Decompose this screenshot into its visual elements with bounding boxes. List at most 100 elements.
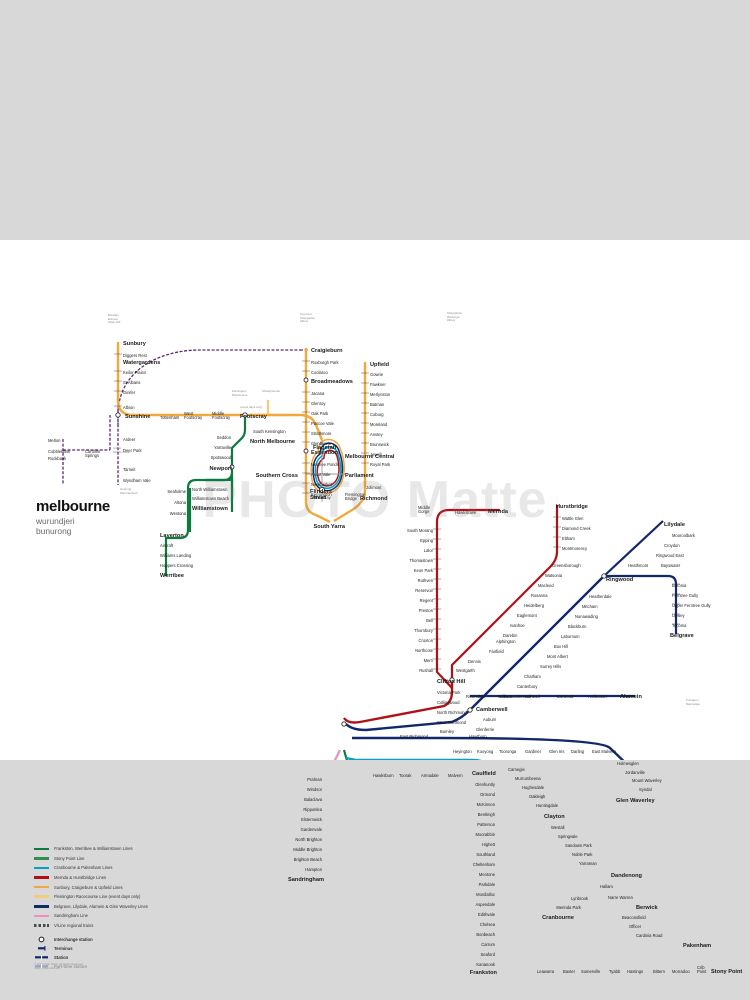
station-label: Jordanville: [625, 770, 645, 775]
station-label: Brunswick: [370, 442, 389, 447]
line-sandringham: [333, 749, 341, 760]
station-label: Ascot Vale: [311, 472, 331, 477]
station-label: Windsor: [306, 787, 322, 792]
station-label: Seddon: [216, 435, 231, 440]
legend-color-swatch: [34, 895, 49, 899]
station-label: Brighton Beach: [293, 857, 322, 862]
station-label: Hartwell: [525, 694, 540, 699]
station-label: Werribee: [160, 573, 184, 579]
station-label: Eaglemont: [517, 613, 537, 618]
station-label: Diggers Rest: [123, 353, 147, 358]
station-label: Craigieburn: [311, 348, 343, 354]
station-label: Yarraman: [579, 861, 597, 866]
station-label: Camberwell: [476, 707, 508, 713]
legend-line-label: Frankston, Werribee & Williamstown Lines: [54, 846, 133, 852]
station-label: Auburn: [483, 717, 497, 722]
station-label: North Brighton: [295, 837, 322, 842]
station-label: Chelsea: [479, 922, 495, 927]
station-label: Belgrave: [670, 633, 694, 639]
station-label: Moorabbin: [475, 832, 495, 837]
station-label: Merinda Park: [556, 905, 581, 910]
legend-symbol-station-icon: [34, 954, 49, 961]
station-label: Officer: [629, 924, 642, 929]
station-label: Croydon: [664, 543, 680, 548]
station-label: East Camberwell: [500, 694, 532, 699]
station-label: Preston: [418, 608, 433, 613]
legend-color-swatch: [34, 857, 49, 860]
station-label: Hawkstowe: [455, 510, 477, 515]
station-label: Newmarket: [311, 482, 332, 487]
station-label: Coburg: [370, 412, 384, 417]
station-label: Carnegie: [508, 767, 525, 772]
station-label: Prahran: [307, 777, 322, 782]
line-lilydale: [603, 520, 664, 577]
station-label: Wyndham Vale: [123, 478, 151, 483]
legend-line-label: V/Line regional trains: [54, 923, 94, 929]
station-label: Ringwood East: [656, 553, 684, 558]
station-label: Gardiner: [525, 749, 542, 754]
station-label: Moreland: [370, 422, 388, 427]
station-label: Newport: [209, 466, 232, 472]
station-label: Rockbank: [48, 456, 67, 461]
station-label: Blackburn: [568, 624, 587, 629]
station-label: Clayton: [544, 814, 565, 820]
legend-symbol-row: Part-time station: [34, 962, 214, 971]
station-label: Eltham: [562, 536, 575, 541]
legend-symbol-row: Terminus: [34, 944, 214, 953]
station-label: Reservoir: [415, 588, 433, 593]
line-belgrave: [604, 574, 678, 634]
station-label: Macleod: [538, 583, 554, 588]
station-label: Hawthorn: [469, 734, 487, 739]
station-label: Aircraft: [160, 543, 174, 548]
station-label: Bentleigh: [477, 812, 495, 817]
station-label: Southland: [476, 852, 495, 857]
station-label: Collingwood: [437, 700, 460, 705]
station-label: Mentone: [478, 872, 495, 877]
station-label: Watsonia: [545, 573, 563, 578]
station-label: Ormond: [480, 792, 495, 797]
station-label: Boronia: [672, 583, 687, 588]
station-label: Lilydale: [664, 522, 685, 528]
station-label: Pakenham: [683, 943, 712, 949]
station-label: Wattle Glen: [562, 516, 584, 521]
station-label: Glenbervie: [311, 441, 331, 446]
station-label: Narre Warren: [608, 895, 633, 900]
station-label: Rushall: [419, 668, 433, 673]
copyright-line-2: maps.philipmallis.com: [34, 966, 61, 970]
legend-symbol-label: Part-time station: [54, 964, 88, 970]
station-label: Mooroolbark: [672, 533, 695, 538]
line-pakenham: [345, 756, 483, 760]
legend-symbol-row: Station: [34, 953, 214, 962]
station-label: Heatherdale: [589, 594, 612, 599]
station-label: Berwick: [636, 905, 658, 911]
station-label: Laverton: [160, 533, 184, 539]
legend-line-label: Sandringham Line: [54, 913, 88, 919]
station-label: North Melbourne: [250, 439, 296, 445]
station-label: Macaulay: [313, 495, 331, 500]
line-upfield: [333, 362, 367, 523]
station-label: Seaholme: [167, 489, 186, 494]
station-label: Epping: [420, 538, 433, 543]
station-label: Mont Albert: [547, 654, 568, 659]
station-label: Fawkner: [370, 382, 386, 387]
station-label: Baxter: [563, 969, 575, 974]
station-label: Malvern: [448, 773, 463, 778]
station-label: Tecoma: [672, 623, 687, 628]
legend-color-swatch: [34, 924, 49, 927]
station-label: Strathmore: [311, 431, 332, 436]
line-sunbury: [116, 342, 245, 417]
station-label: Hawksburn: [373, 773, 394, 778]
interchange-markers: [115, 377, 607, 727]
station-label: South Morang: [407, 528, 433, 533]
station-label: Footscray: [240, 414, 267, 420]
legend-color-swatch: [34, 885, 49, 889]
station-label: Broadmeadows: [311, 379, 353, 385]
legend-line-row: V/Line regional trains: [34, 921, 214, 931]
station-label: Watergardens: [123, 360, 161, 366]
station-label: Bonbeach: [476, 932, 495, 937]
map-title: melbourne wurundjeri bunurong: [36, 499, 110, 537]
